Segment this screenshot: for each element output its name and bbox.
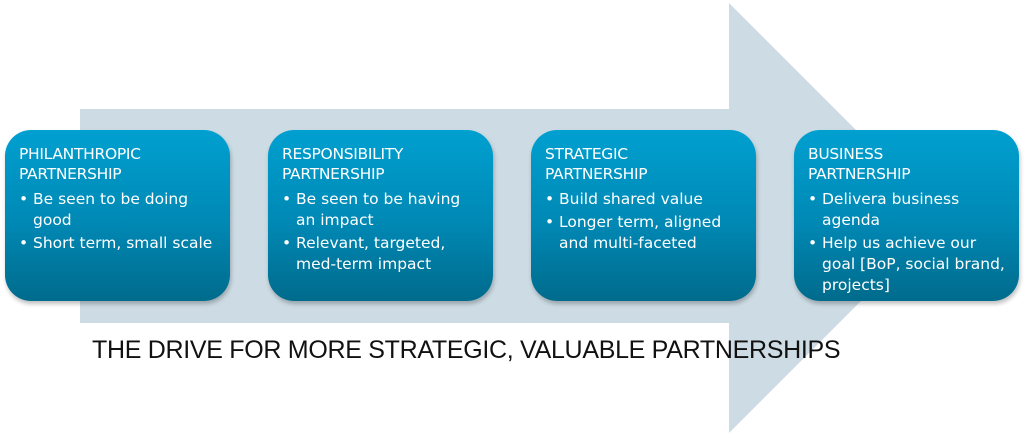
title-line: PARTNERSHIP — [282, 165, 385, 183]
bullet-item: •Relevant, targeted, med-term impact — [282, 234, 446, 273]
title-line: BUSINESS — [808, 145, 884, 163]
business-partnership-box: BUSINESS PARTNERSHIP •Delivera business a… — [794, 130, 1019, 301]
philanthropic-partnership-box: PHILANTHROPIC PARTNERSHIP •Be seen to be … — [5, 130, 230, 301]
title-line: STRATEGIC — [545, 145, 628, 163]
bullet-item: •Longer term, aligned and multi-faceted — [545, 213, 722, 252]
bullet-list: •Build shared value •Longer term, aligne… — [545, 189, 746, 254]
responsibility-partnership-box: RESPONSIBILITY PARTNERSHIP •Be seen to be… — [268, 130, 493, 301]
footer-caption: THE DRIVE FOR MORE STRATEGIC, VALUABLE P… — [92, 336, 841, 364]
arrow-shape — [80, 3, 944, 433]
title-line: PARTNERSHIP — [545, 165, 648, 183]
box-title: BUSINESS PARTNERSHIP — [808, 144, 1009, 184]
bullet-item: •Help us achieve our goal [BoP, social b… — [808, 234, 1005, 294]
box-title: PHILANTHROPIC PARTNERSHIP — [19, 144, 220, 184]
title-line: PHILANTHROPIC — [19, 145, 141, 163]
bullet-item: •Delivera business agenda — [808, 190, 960, 229]
bullet-item: •Be seen to be having an impact — [282, 190, 461, 229]
bullet-item: •Short term, small scale — [19, 234, 213, 252]
title-line: PARTNERSHIP — [808, 165, 911, 183]
title-line: RESPONSIBILITY — [282, 145, 404, 163]
bullet-list: •Be seen to be having an impact •Relevan… — [282, 189, 483, 275]
bullet-item: •Build shared value — [545, 190, 703, 208]
box-title: RESPONSIBILITY PARTNERSHIP — [282, 144, 483, 184]
bullet-item: •Be seen to be doing good — [19, 190, 189, 229]
bullet-list: •Delivera business agenda •Help us achie… — [808, 189, 1009, 296]
strategic-partnership-box: STRATEGIC PARTNERSHIP •Build shared value… — [531, 130, 756, 301]
title-line: PARTNERSHIP — [19, 165, 122, 183]
bullet-list: •Be seen to be doing good •Short term, s… — [19, 189, 220, 254]
box-title: STRATEGIC PARTNERSHIP — [545, 144, 746, 184]
